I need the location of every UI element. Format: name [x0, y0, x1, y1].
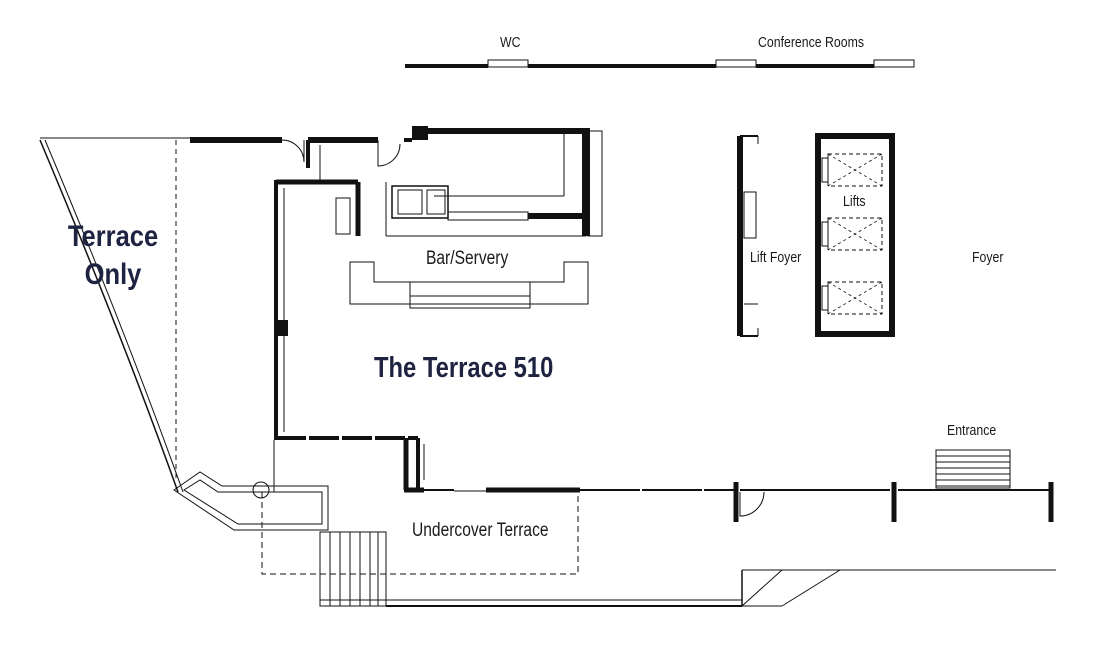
undercover-terrace-area	[261, 492, 579, 575]
bar-back-counter	[385, 182, 586, 237]
stairs	[319, 531, 742, 607]
terrace-only-label: Terrace Only	[66, 218, 160, 294]
planter-outline	[173, 471, 329, 531]
lifts-label: Lifts	[843, 193, 866, 210]
lift-shafts	[815, 133, 895, 337]
entrance-label: Entrance	[947, 422, 997, 439]
entry-ramp	[694, 569, 1056, 607]
room-west-wall	[273, 179, 425, 493]
foyer-label: Foyer	[972, 249, 1004, 266]
conference-rooms-label: Conference Rooms	[758, 34, 864, 51]
upper-walls	[190, 126, 603, 237]
bar-servery-label: Bar/Servery	[426, 248, 509, 269]
wc-label: WC	[500, 34, 521, 51]
lift-foyer-label: Lift Foyer	[750, 249, 802, 266]
terrace-only-line2: Only	[84, 258, 142, 291]
terrace-only-area	[39, 137, 190, 493]
south-wall	[424, 449, 1054, 522]
lift-foyer-wall	[737, 135, 759, 337]
main-room-title: The Terrace 510	[374, 352, 554, 384]
top-corridor-wall	[405, 59, 915, 68]
terrace-only-line1: Terrace	[67, 220, 159, 253]
bar-front-counter	[349, 261, 589, 309]
undercover-terrace-label: Undercover Terrace	[412, 520, 549, 541]
